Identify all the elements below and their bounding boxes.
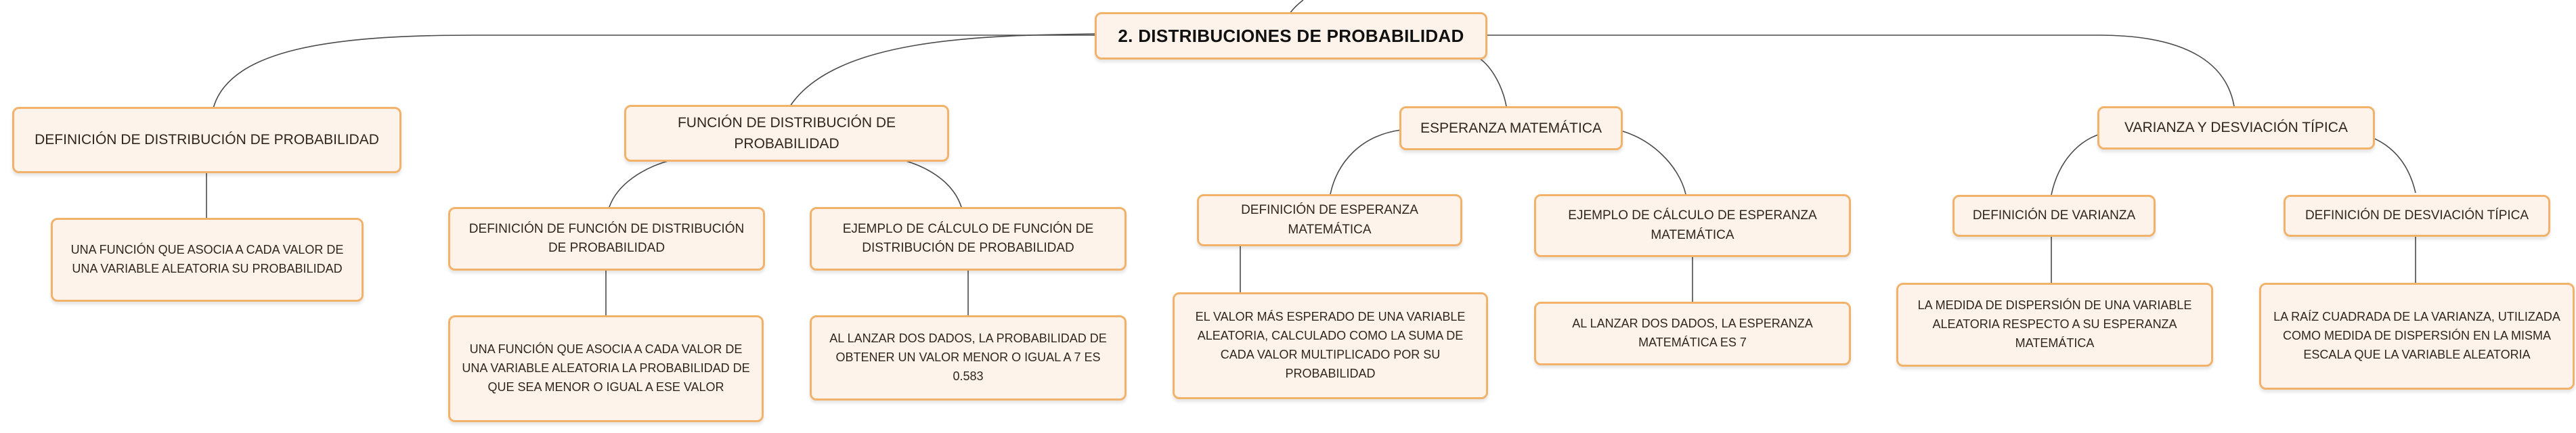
leaf-text: UNA FUNCIÓN QUE ASOCIA A CADA VALOR DE U… [70,243,344,275]
subtopic-label: DEFINICIÓN DE FUNCIÓN DE DISTRIBUCIÓN DE… [468,221,745,256]
connector-line [609,160,671,208]
connector-line [2051,132,2106,196]
connector-line [1479,58,1507,107]
leaf-text: EL VALOR MÁS ESPERADO DE UNA VARIABLE AL… [1195,310,1466,380]
connector-line [1486,35,2235,107]
subtopic-label: EJEMPLO DE CÁLCULO DE ESPERANZA MATEMÁTI… [1568,208,1817,242]
leaf-text: AL LANZAR DOS DADOS, LA ESPERANZA MATEMÁ… [1572,317,1813,349]
subtopic-label: DEFINICIÓN DE VARIANZA [1972,208,2136,223]
subtopic-funcion-ejemplo[interactable]: EJEMPLO DE CÁLCULO DE FUNCIÓN DE DISTRIB… [810,207,1127,271]
branch-label: FUNCIÓN DE DISTRIBUCIÓN DE PROBABILIDAD [677,114,896,152]
leaf-text: LA RAÍZ CUADRADA DE LA VARIANZA, UTILIZA… [2273,310,2560,361]
connector-line [1617,129,1686,195]
subtopic-desviacion-definicion[interactable]: DEFINICIÓN DE DESVIACIÓN TÍPICA [2284,195,2550,237]
leaf-text: LA MEDIDA DE DISPERSIÓN DE UNA VARIABLE … [1917,298,2192,350]
subtopic-funcion-definicion[interactable]: DEFINICIÓN DE FUNCIÓN DE DISTRIBUCIÓN DE… [448,207,765,271]
leaf-varianza-definicion[interactable]: LA MEDIDA DE DISPERSIÓN DE UNA VARIABLE … [1896,283,2213,367]
branch-esperanza[interactable]: ESPERANZA MATEMÁTICA [1399,106,1623,150]
leaf-distribucion-definicion[interactable]: UNA FUNCIÓN QUE ASOCIA A CADA VALOR DE U… [51,218,364,302]
leaf-funcion-ejemplo[interactable]: AL LANZAR DOS DADOS, LA PROBABILIDAD DE … [810,315,1127,401]
leaf-funcion-definicion[interactable]: UNA FUNCIÓN QUE ASOCIA A CADA VALOR DE U… [448,315,764,422]
subtopic-esperanza-ejemplo[interactable]: EJEMPLO DE CÁLCULO DE ESPERANZA MATEMÁTI… [1534,194,1851,257]
branch-label: ESPERANZA MATEMÁTICA [1420,120,1602,136]
branch-varianza-desviacion[interactable]: VARIANZA Y DESVIACIÓN TÍPICA [2097,106,2375,150]
leaf-esperanza-definicion[interactable]: EL VALOR MÁS ESPERADO DE UNA VARIABLE AL… [1173,292,1488,399]
connector-line [2365,135,2416,193]
connector-line [1289,0,1304,14]
branch-label: DEFINICIÓN DE DISTRIBUCIÓN DE PROBABILID… [35,132,379,148]
leaf-esperanza-ejemplo[interactable]: AL LANZAR DOS DADOS, LA ESPERANZA MATEMÁ… [1534,302,1851,365]
subtopic-label: EJEMPLO DE CÁLCULO DE FUNCIÓN DE DISTRIB… [842,221,1094,256]
connector-line [1330,129,1402,195]
branch-distribucion-definicion[interactable]: DEFINICIÓN DE DISTRIBUCIÓN DE PROBABILID… [12,107,401,173]
subtopic-label: DEFINICIÓN DE ESPERANZA MATEMÁTICA [1241,203,1418,237]
connector-line [213,35,1097,109]
leaf-text: UNA FUNCIÓN QUE ASOCIA A CADA VALOR DE U… [462,342,750,394]
leaf-text: AL LANZAR DOS DADOS, LA PROBABILIDAD DE … [829,332,1107,383]
subtopic-label: DEFINICIÓN DE DESVIACIÓN TÍPICA [2305,208,2529,223]
subtopic-esperanza-definicion[interactable]: DEFINICIÓN DE ESPERANZA MATEMÁTICA [1197,194,1462,246]
connector-line [788,33,1101,109]
branch-label: VARIANZA Y DESVIACIÓN TÍPICA [2124,120,2348,136]
branch-funcion-distribucion[interactable]: FUNCIÓN DE DISTRIBUCIÓN DE PROBABILIDAD [624,105,949,162]
root-topic-label: 2. DISTRIBUCIONES DE PROBABILIDAD [1118,25,1464,46]
subtopic-varianza-definicion[interactable]: DEFINICIÓN DE VARIANZA [1952,195,2156,237]
root-topic-node[interactable]: 2. DISTRIBUCIONES DE PROBABILIDAD [1095,12,1487,60]
leaf-desviacion-definicion[interactable]: LA RAÍZ CUADRADA DE LA VARIANZA, UTILIZA… [2259,283,2575,390]
connector-line [903,160,962,208]
